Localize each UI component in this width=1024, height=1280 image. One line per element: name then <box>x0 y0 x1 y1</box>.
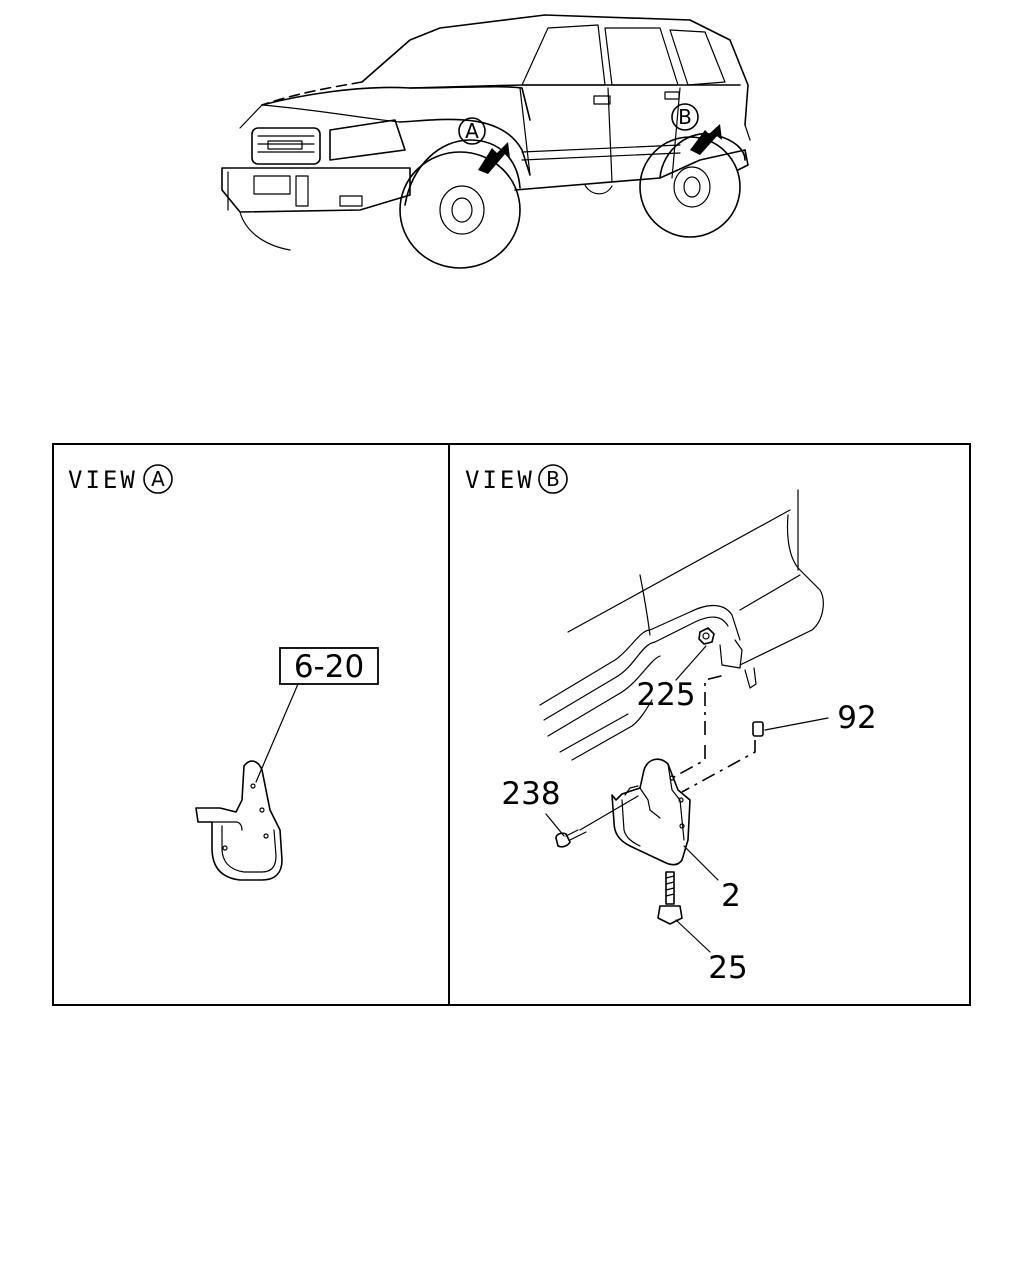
label-92: 92 <box>837 700 876 736</box>
rear-wheel <box>639 136 741 238</box>
callout-b-circle <box>671 103 699 131</box>
view-a-letter: A <box>151 467 165 491</box>
callout-b-letter: B <box>678 105 692 129</box>
vehicle-roof <box>361 14 749 126</box>
callout-b-arrow <box>690 124 722 155</box>
ref-box <box>279 647 379 685</box>
label-238: 238 <box>501 776 560 812</box>
view-a-panel: VIEW A 6-20 <box>68 464 379 881</box>
ref-box-label: 6-20 <box>294 649 364 685</box>
view-b-title: VIEW <box>465 466 535 494</box>
screw-238 <box>555 829 587 848</box>
views-frame <box>52 443 971 1006</box>
label-25: 25 <box>708 950 747 986</box>
view-b-letter-circle <box>538 464 568 494</box>
front-wheel <box>399 151 521 269</box>
bolt-25 <box>657 871 683 925</box>
mud-flap-a <box>195 760 283 881</box>
rear-body-outline <box>539 489 824 761</box>
callout-a-letter: A <box>465 119 479 143</box>
vehicle-illustration: A B <box>221 14 751 269</box>
label-2: 2 <box>721 878 741 914</box>
callout-a-circle <box>458 117 486 145</box>
view-b-panel: VIEW B 225 92 <box>465 464 877 986</box>
view-a-letter-circle <box>143 464 173 494</box>
clip-92 <box>752 721 764 737</box>
view-b-letter: B <box>546 467 560 491</box>
nut-225 <box>698 627 715 645</box>
callout-a-arrow <box>478 142 510 174</box>
label-225: 225 <box>636 677 695 713</box>
mud-flap-2 <box>611 758 691 866</box>
view-a-title: VIEW <box>68 466 138 494</box>
